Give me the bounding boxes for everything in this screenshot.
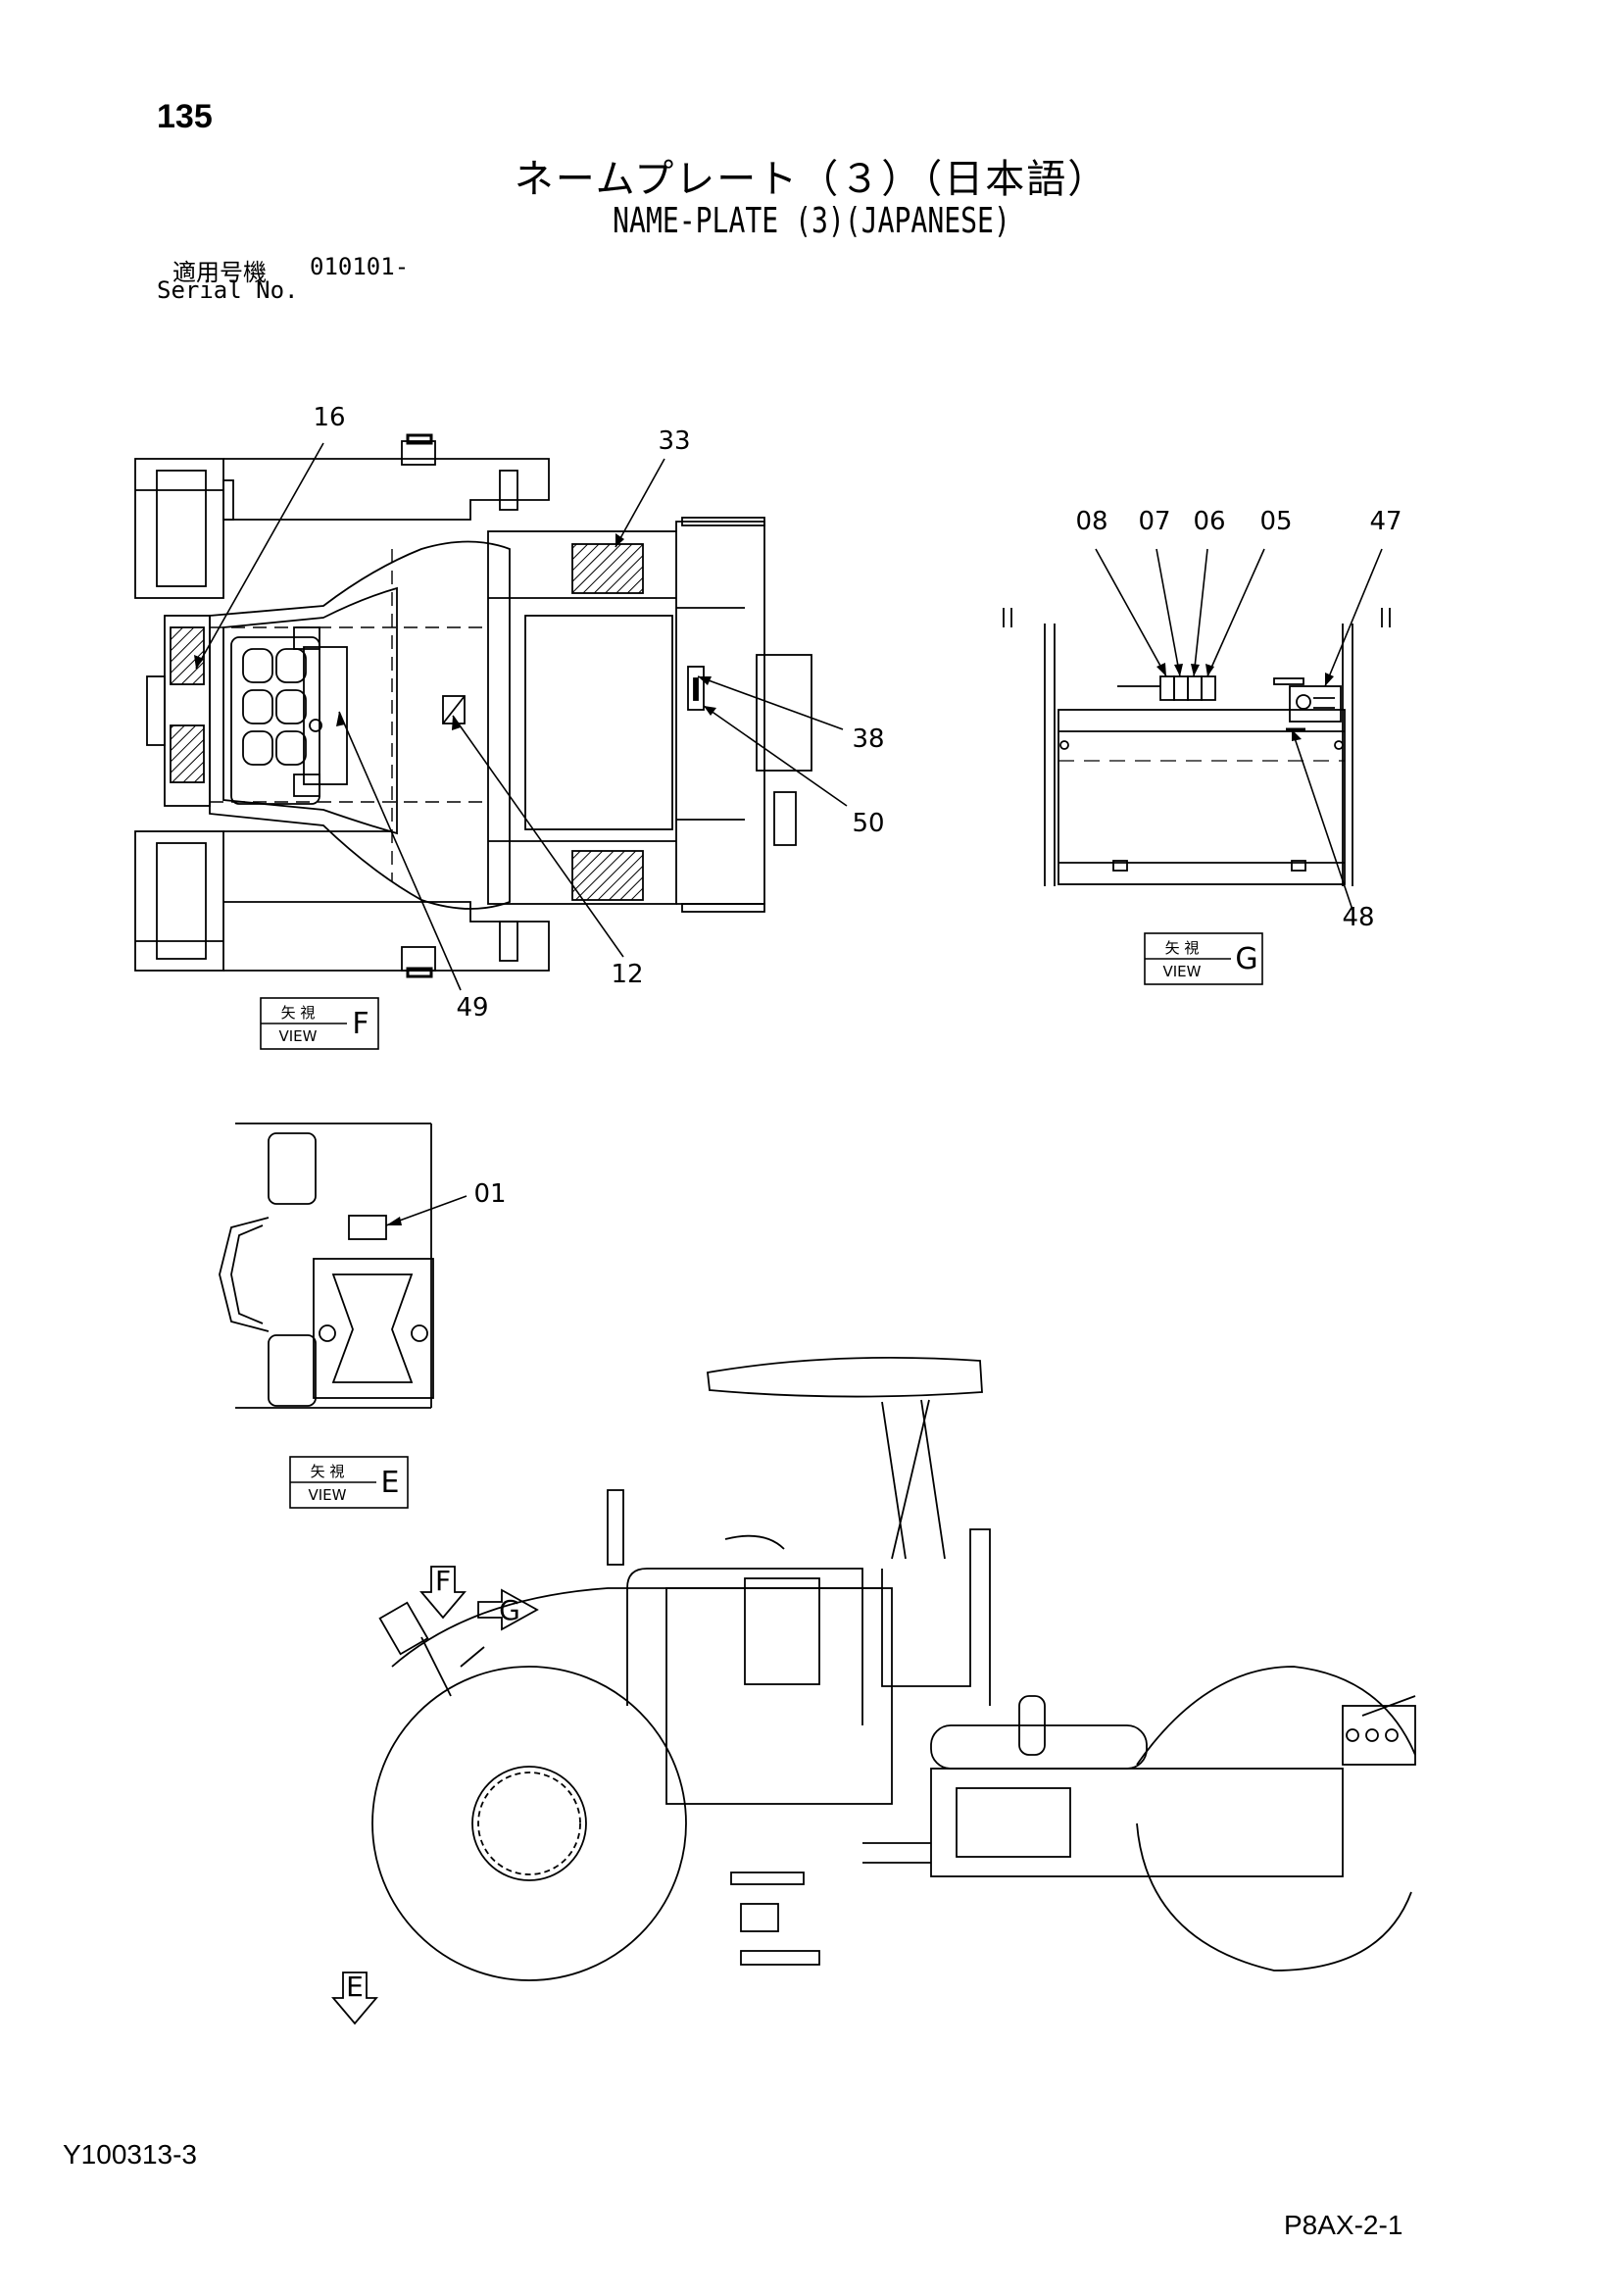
view-f-label-jp: 矢 視 — [281, 1004, 316, 1022]
view-f-label-en: VIEW — [279, 1027, 318, 1045]
view-g-letter: G — [1235, 942, 1257, 976]
callout-07: 07 — [1138, 507, 1170, 536]
view-label-g: 矢 視 VIEW G — [1144, 932, 1263, 985]
arrow-e-letter: E — [346, 1971, 364, 2003]
callout-08: 08 — [1075, 507, 1107, 536]
view-e-letter: E — [381, 1466, 400, 1500]
serial-label-japanese: 適用号機 — [172, 259, 267, 286]
view-g-label-en: VIEW — [1163, 963, 1202, 980]
arrow-g-letter: G — [499, 1594, 520, 1626]
view-e-label-en: VIEW — [309, 1486, 347, 1504]
callout-38: 38 — [852, 724, 884, 754]
serial-label-english: Serial No. — [157, 276, 299, 304]
callout-16: 16 — [313, 403, 345, 432]
view-f-letter: F — [352, 1007, 369, 1041]
arrow-f-letter: F — [435, 1565, 451, 1597]
leader-lines — [195, 442, 1383, 1226]
view-e-label-jp: 矢 視 — [311, 1463, 345, 1480]
view-g-drawing — [1003, 608, 1391, 886]
title-japanese: ネームプレート（３）（日本語） — [514, 157, 1109, 202]
callout-48: 48 — [1342, 903, 1374, 932]
callout-12: 12 — [611, 960, 643, 989]
side-elevation-drawing — [331, 1356, 1416, 2025]
view-g-label-jp: 矢 視 — [1165, 939, 1200, 957]
callout-50: 50 — [852, 809, 884, 838]
leader-arrowheads — [194, 533, 1334, 1225]
callout-49: 49 — [456, 993, 488, 1023]
title-english: NAME-PLATE (3)(JAPANESE) — [613, 201, 1010, 241]
page-number: 135 — [157, 98, 213, 135]
view-label-f: 矢 視 VIEW F — [260, 997, 379, 1050]
callout-06: 06 — [1193, 507, 1225, 536]
callout-01: 01 — [473, 1179, 506, 1209]
view-e-drawing — [219, 1123, 434, 1409]
page-code: P8AX-2-1 — [1284, 2210, 1403, 2240]
callout-05: 05 — [1259, 507, 1292, 536]
document-id: Y100313-3 — [63, 2139, 198, 2170]
view-f-drawing — [134, 433, 812, 978]
serial-value: 010101- — [310, 253, 410, 280]
callout-47: 47 — [1369, 507, 1402, 536]
view-label-e: 矢 視 VIEW E — [289, 1456, 409, 1509]
callout-33: 33 — [658, 426, 690, 456]
